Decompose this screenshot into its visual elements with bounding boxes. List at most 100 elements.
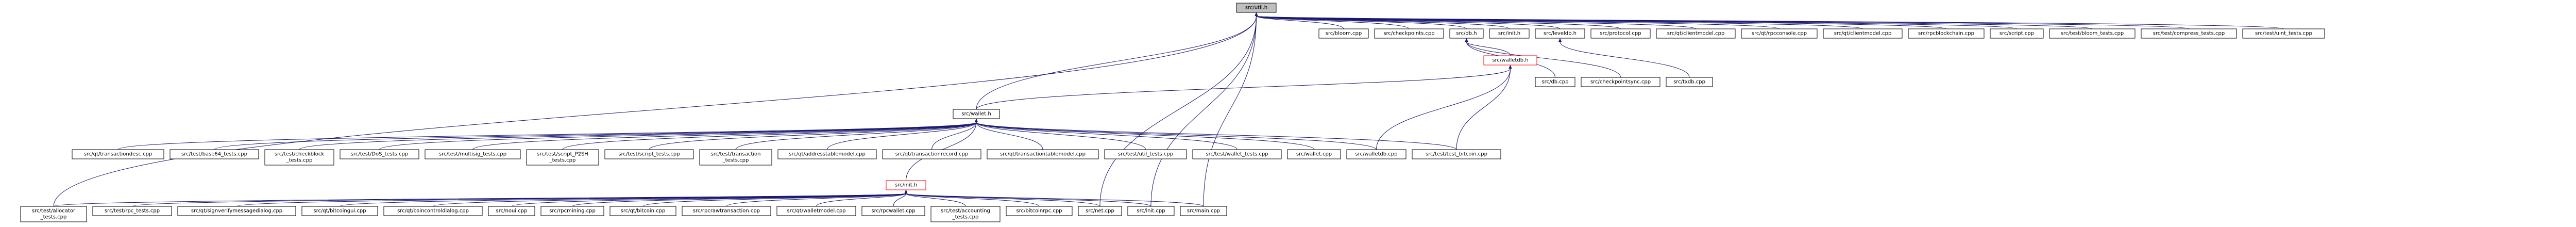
arrowhead xyxy=(1509,65,1512,69)
node-label: src/test/test_bitcoin.cpp xyxy=(1426,152,1487,157)
arrowhead xyxy=(904,190,908,193)
node-src-rpcblockchain-cpp[interactable]: src/rpcblockchain.cpp xyxy=(1908,28,1985,39)
node-src-qt-rpcconsole-cpp[interactable]: src/qt/rpcconsole.cpp xyxy=(1741,28,1818,39)
node-label: src/test/wallet_tests.cpp xyxy=(1206,152,1268,157)
node-label: src/qt/transactiontablemodel.cpp xyxy=(1000,152,1086,157)
node-src-qt-bitcoin-cpp[interactable]: src/qt/bitcoin.cpp xyxy=(609,206,676,216)
node-src-test-multisig-tests-cpp[interactable]: src/test/multisig_tests.cpp xyxy=(425,149,521,159)
node-label: src/rpcrawtransaction.cpp xyxy=(693,208,760,214)
node-label: src/qt/signverifymessagedialog.cpp xyxy=(191,208,282,214)
edge-wallet_h-qt_transactiontablemodel xyxy=(976,122,1043,150)
node-box xyxy=(170,149,259,159)
node-src-main-cpp[interactable]: src/main.cpp xyxy=(1180,206,1227,216)
node-box xyxy=(1412,149,1501,159)
node-box xyxy=(1666,77,1713,87)
edge-init_red-main xyxy=(906,193,1204,207)
node-label: src/script.cpp xyxy=(1999,31,2034,37)
node-src-noui-cpp[interactable]: src/noui.cpp xyxy=(488,206,535,216)
node-box xyxy=(1483,55,1537,66)
node-box xyxy=(72,149,164,159)
node-src-db-cpp[interactable]: src/db.cpp xyxy=(1535,77,1575,87)
node-label: _tests.cpp xyxy=(952,215,979,220)
edge-util_h-bloom xyxy=(1256,15,1344,29)
node-src-qt-addresstablemodel-cpp[interactable]: src/qt/addresstablemodel.cpp xyxy=(777,149,877,159)
edge-wallet_h-test_multisig xyxy=(472,122,977,150)
edge-util_h-net xyxy=(1099,15,1257,207)
node-src-init-h[interactable]: src/init.h xyxy=(886,180,926,190)
node-src-init-cpp[interactable]: src/init.cpp xyxy=(1127,206,1175,216)
node-src-test-wallet-tests-cpp[interactable]: src/test/wallet_tests.cpp xyxy=(1192,149,1282,159)
node-src-init-h[interactable]: src/init.h xyxy=(1489,28,1530,39)
node-src-test-base64-tests-cpp[interactable]: src/test/base64_tests.cpp xyxy=(170,149,259,159)
node-src-test-script-p2sh-tests-cpp[interactable]: src/test/script_P2SH_tests.cpp xyxy=(526,149,599,166)
node-box xyxy=(425,149,521,159)
node-label: src/qt/transactionrecord.cpp xyxy=(895,152,968,157)
node-src-rpcmining-cpp[interactable]: src/rpcmining.cpp xyxy=(540,206,604,216)
node-box xyxy=(383,206,483,216)
node-src-test-dos-tests-cpp[interactable]: src/test/DoS_tests.cpp xyxy=(340,149,419,159)
node-label: src/test/uint_tests.cpp xyxy=(2255,31,2312,37)
node-box xyxy=(1990,28,2044,39)
node-src-test-rpc-tests-cpp[interactable]: src/test/rpc_tests.cpp xyxy=(92,206,172,216)
node-src-qt-walletmodel-cpp[interactable]: src/qt/walletmodel.cpp xyxy=(776,206,856,216)
node-src-rpcwallet-cpp[interactable]: src/rpcwallet.cpp xyxy=(861,206,925,216)
node-box xyxy=(1346,149,1406,159)
node-src-qt-signverifymessagedialog-cpp[interactable]: src/qt/signverifymessagedialog.cpp xyxy=(177,206,296,216)
node-src-walletdb-cpp[interactable]: src/walletdb.cpp xyxy=(1346,149,1406,159)
edge-wallet_h-wallet_cpp xyxy=(976,122,1314,150)
node-box xyxy=(301,206,378,216)
node-src-qt-coincontroldialog-cpp[interactable]: src/qt/coincontroldialog.cpp xyxy=(383,206,483,216)
node-box xyxy=(1823,28,1903,39)
edge-init_red-test_accounting xyxy=(906,193,966,207)
node-src-script-cpp[interactable]: src/script.cpp xyxy=(1990,28,2044,39)
node-src-test-accounting-tests-cpp[interactable]: src/test/accounting_tests.cpp xyxy=(930,206,1001,222)
node-box xyxy=(861,206,925,216)
node-src-net-cpp[interactable]: src/net.cpp xyxy=(1078,206,1122,216)
node-src-walletdb-h[interactable]: src/walletdb.h xyxy=(1483,55,1537,66)
node-src-test-uint-tests-cpp[interactable]: src/test/uint_tests.cpp xyxy=(2242,28,2325,39)
node-src-qt-clientmodel-cpp[interactable]: src/qt/clientmodel.cpp xyxy=(1823,28,1903,39)
node-src-qt-clientmodel-cpp[interactable]: src/qt/clientmodel.cpp xyxy=(1656,28,1736,39)
node-src-db-h[interactable]: src/db.h xyxy=(1449,28,1484,39)
node-box xyxy=(1535,28,1585,39)
node-box xyxy=(1489,28,1530,39)
node-src-test-allocator-tests-cpp[interactable]: src/test/allocator_tests.cpp xyxy=(20,206,87,222)
node-src-test-compress-tests-cpp[interactable]: src/test/compress_tests.cpp xyxy=(2141,28,2237,39)
node-src-qt-bitcoingui-cpp[interactable]: src/qt/bitcoingui.cpp xyxy=(301,206,378,216)
node-src-checkpoints-cpp[interactable]: src/checkpoints.cpp xyxy=(1374,28,1444,39)
edge-wallet_h-test_wallet xyxy=(976,122,1238,150)
node-src-bloom-cpp[interactable]: src/bloom.cpp xyxy=(1318,28,1369,39)
node-label: src/bloom.cpp xyxy=(1326,31,1362,37)
node-label: src/test/util_tests.cpp xyxy=(1118,152,1173,157)
node-src-leveldb-h[interactable]: src/leveldb.h xyxy=(1535,28,1585,39)
arrowhead xyxy=(1558,38,1562,42)
node-src-protocol-cpp[interactable]: src/protocol.cpp xyxy=(1590,28,1651,39)
node-label: src/init.cpp xyxy=(1137,208,1165,214)
node-label: src/qt/transactiondesc.cpp xyxy=(84,152,152,157)
node-label: src/test/accounting xyxy=(941,208,990,214)
node-src-qt-transactiondesc-cpp[interactable]: src/qt/transactiondesc.cpp xyxy=(72,149,164,159)
node-src-checkpointsync-cpp[interactable]: src/checkpointsync.cpp xyxy=(1581,77,1660,87)
node-src-test-util-tests-cpp[interactable]: src/test/util_tests.cpp xyxy=(1104,149,1187,159)
node-src-test-script-tests-cpp[interactable]: src/test/script_tests.cpp xyxy=(604,149,694,159)
node-label: src/wallet.cpp xyxy=(1296,152,1332,157)
edge-wallet_h-test_script xyxy=(649,122,977,150)
node-src-util-h[interactable]: src/util.h xyxy=(1236,3,1277,13)
node-label: src/qt/addresstablemodel.cpp xyxy=(789,152,866,157)
node-src-rpcrawtransaction-cpp[interactable]: src/rpcrawtransaction.cpp xyxy=(682,206,771,216)
node-box xyxy=(1318,28,1369,39)
node-src-test-test-bitcoin-cpp[interactable]: src/test/test_bitcoin.cpp xyxy=(1412,149,1501,159)
node-src-test-bloom-tests-cpp[interactable]: src/test/bloom_tests.cpp xyxy=(2049,28,2136,39)
node-src-qt-transactionrecord-cpp[interactable]: src/qt/transactionrecord.cpp xyxy=(882,149,981,159)
node-src-bitcoinrpc-cpp[interactable]: src/bitcoinrpc.cpp xyxy=(1006,206,1073,216)
node-src-txdb-cpp[interactable]: src/txdb.cpp xyxy=(1666,77,1713,87)
edge-wallet_h-test_test_bitcoin xyxy=(976,122,1457,150)
node-src-wallet-h[interactable]: src/wallet.h xyxy=(953,109,1000,119)
node-box xyxy=(1535,77,1575,87)
node-src-test-transaction-tests-cpp[interactable]: src/test/transaction_tests.cpp xyxy=(699,149,772,166)
node-label: src/qt/clientmodel.cpp xyxy=(1667,31,1725,37)
node-src-qt-transactiontablemodel-cpp[interactable]: src/qt/transactiontablemodel.cpp xyxy=(987,149,1099,159)
node-src-test-checkblock-tests-cpp[interactable]: src/test/checkblock_tests.cpp xyxy=(264,149,334,166)
node-src-wallet-cpp[interactable]: src/wallet.cpp xyxy=(1287,149,1341,159)
node-label: src/test/checkblock xyxy=(275,152,325,157)
